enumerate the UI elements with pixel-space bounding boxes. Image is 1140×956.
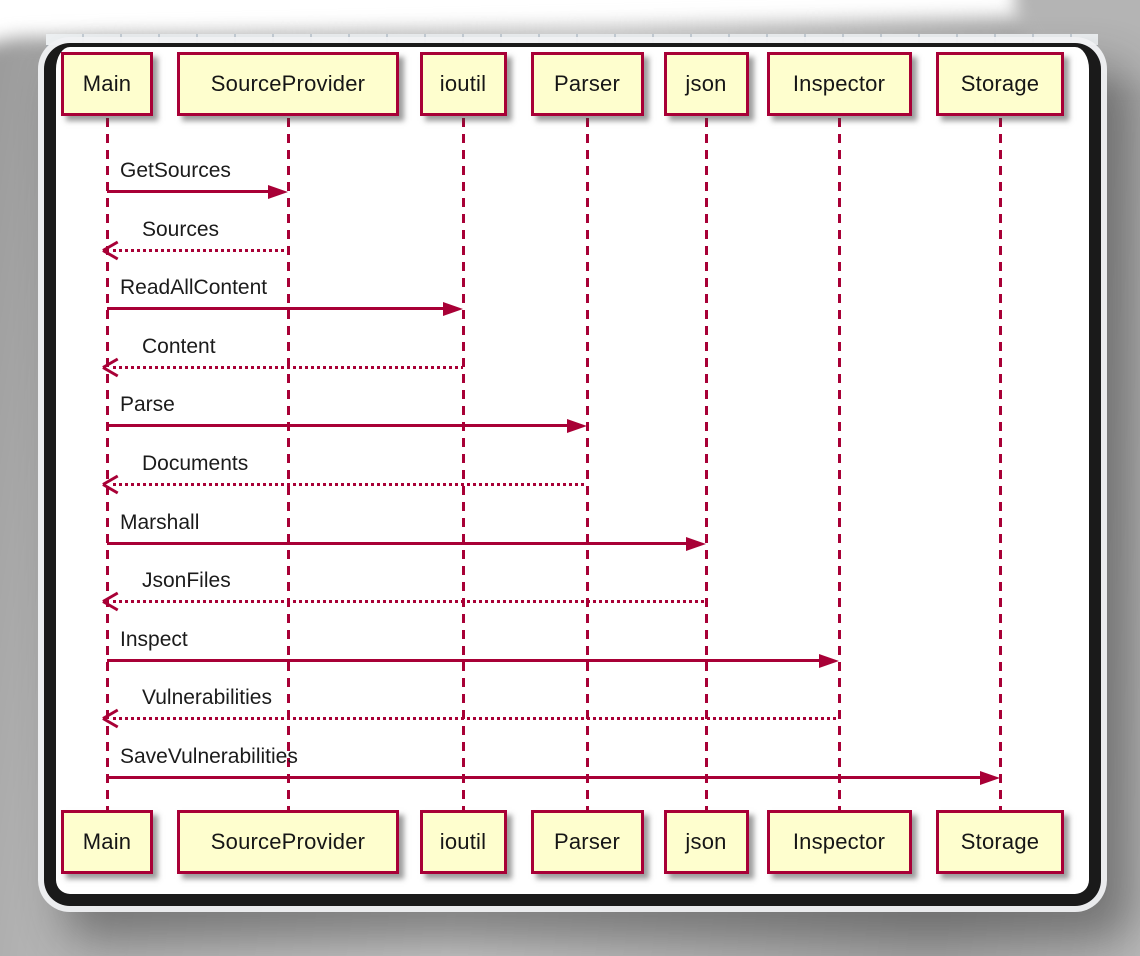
message-getsources-arrowhead-icon (268, 184, 288, 199)
participant-bottom-parser: Parser (530, 810, 644, 874)
message-content-arrowhead-icon (103, 358, 121, 378)
participant-top-storage: Storage (936, 52, 1064, 116)
message-documents-arrowhead-icon (103, 475, 121, 495)
participant-top-main: Main (61, 52, 153, 116)
participant-top-json: json (663, 52, 749, 116)
message-savevulnerabilities-arrowhead-icon (980, 770, 1000, 785)
lifeline-sourceprovider (286, 118, 290, 810)
message-getsources-line (107, 190, 270, 193)
message-vulnerabilities-line (113, 717, 839, 720)
diagram-frame (44, 43, 1101, 906)
message-documents-line (113, 483, 587, 486)
participant-bottom-inspector: Inspector (766, 810, 912, 874)
participant-top-parser: Parser (530, 52, 644, 116)
participant-top-sourceprovider: SourceProvider (177, 52, 399, 116)
message-parse-arrowhead-icon (567, 418, 587, 433)
message-content-line (113, 366, 463, 369)
participant-bottom-main: Main (61, 810, 153, 874)
message-readallcontent-label: ReadAllContent (120, 276, 268, 299)
lifeline-storage (998, 118, 1002, 810)
message-sources-arrowhead-icon (103, 241, 121, 261)
message-getsources-label: GetSources (120, 159, 231, 182)
message-vulnerabilities-label: Vulnerabilities (142, 686, 272, 709)
message-savevulnerabilities-line (107, 776, 982, 779)
message-sources-line (113, 249, 288, 252)
message-savevulnerabilities-label: SaveVulnerabilities (120, 745, 298, 768)
participant-top-inspector: Inspector (766, 52, 912, 116)
message-jsonfiles-label: JsonFiles (142, 569, 231, 592)
message-marshall-arrowhead-icon (686, 536, 706, 551)
message-inspect-arrowhead-icon (819, 653, 839, 668)
lifeline-main (105, 118, 109, 810)
message-content-label: Content (142, 335, 216, 358)
participant-bottom-ioutil: ioutil (419, 810, 507, 874)
participant-top-ioutil: ioutil (419, 52, 507, 116)
message-documents-label: Documents (142, 452, 249, 475)
lifeline-ioutil (461, 118, 465, 810)
message-inspect-line (107, 659, 821, 662)
message-parse-line (107, 424, 569, 427)
participant-bottom-storage: Storage (936, 810, 1064, 874)
message-readallcontent-arrowhead-icon (443, 301, 463, 316)
message-marshall-line (107, 542, 688, 545)
message-jsonfiles-line (113, 600, 706, 603)
message-parse-label: Parse (120, 393, 175, 416)
participant-bottom-json: json (663, 810, 749, 874)
lifeline-json (704, 118, 708, 810)
message-sources-label: Sources (142, 218, 220, 241)
message-inspect-label: Inspect (120, 628, 188, 651)
message-jsonfiles-arrowhead-icon (103, 592, 121, 612)
message-vulnerabilities-arrowhead-icon (103, 709, 121, 729)
lifeline-parser (585, 118, 589, 810)
lifeline-inspector (837, 118, 841, 810)
participant-bottom-sourceprovider: SourceProvider (177, 810, 399, 874)
message-marshall-label: Marshall (120, 511, 200, 534)
message-readallcontent-line (107, 307, 445, 310)
